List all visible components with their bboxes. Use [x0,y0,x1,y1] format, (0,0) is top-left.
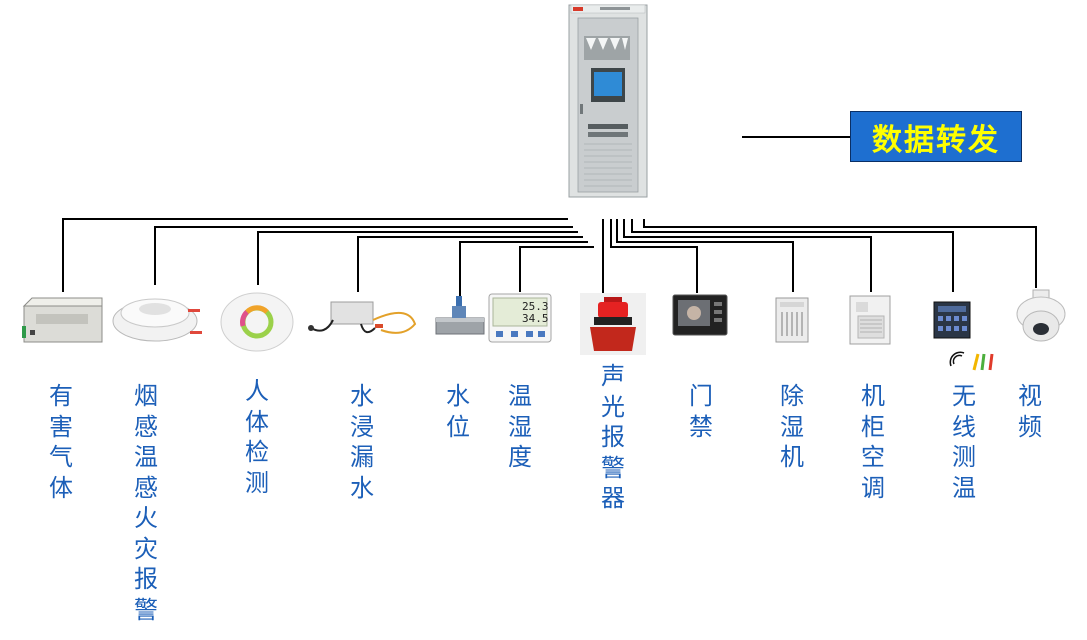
data-forward-label: 数据转发 [872,122,1000,158]
label-smoke-fire-alarm: 烟感温感火灾报警 [134,382,158,624]
wire-smoke [154,226,573,285]
label-access-control: 门禁 [689,382,713,441]
cabinet-air-conditioner-icon [849,295,891,345]
wireless-temperature-icon [933,301,994,371]
label-cabinet-aircon: 机柜空调 [861,382,885,502]
wire-human [257,231,578,285]
wire-water-level [459,241,588,296]
wire-temp-hum [519,246,594,292]
wire-aircon [623,219,872,292]
sound-light-alarm-icon [580,293,646,355]
label-human-detection: 人体检测 [245,377,269,497]
wire-camera [643,219,1037,288]
humidity-reading: 34.5 [522,312,549,325]
temperature-reading: 25.3 [522,300,549,313]
wire-gas [62,218,568,292]
dome-camera-icon [1016,289,1066,342]
gas-detector-icon [22,297,103,343]
label-temperature-humidity: 温湿度 [508,382,532,471]
label-sound-light-alarm: 声光报警器 [601,362,625,512]
data-forward-box: 数据转发 [850,111,1022,162]
label-water-level: 水位 [446,382,470,441]
wire-wireless [631,219,954,292]
label-water-leak: 水浸漏水 [350,382,374,502]
label-harmful-gas: 有害气体 [49,382,73,502]
wire-dehumidifier [616,219,794,292]
thermo-hygrometer-icon: 25.3 34.5 [488,293,552,343]
label-video: 视频 [1018,382,1042,441]
access-control-icon [672,294,728,336]
dehumidifier-icon [775,297,809,343]
label-dehumidifier: 除湿机 [780,382,804,471]
wire-water-leak [357,236,583,292]
wire-access [610,219,698,293]
monitoring-cabinet [568,4,648,198]
water-leak-sensor-icon [308,301,417,334]
label-wireless-temperature: 无线测温 [952,382,976,502]
human-sensor-icon [220,292,294,352]
water-level-sensor-icon [435,296,485,335]
smoke-detector-icon [112,298,202,342]
